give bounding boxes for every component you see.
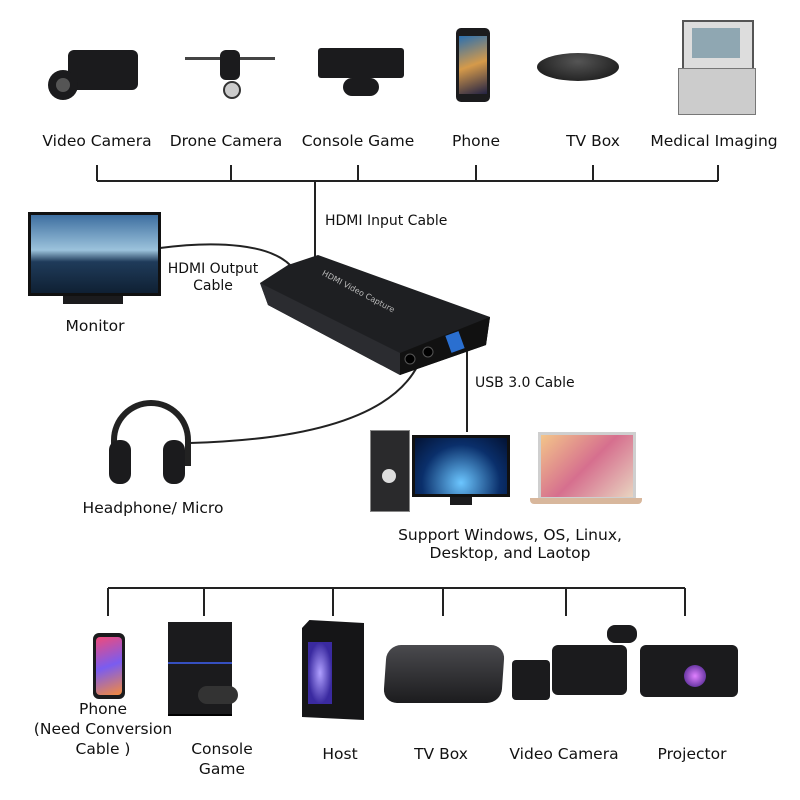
headphone-label: Headphone/ Micro xyxy=(82,499,224,517)
output-label-phone: Phone (Need Conversion Cable ) xyxy=(34,699,172,759)
hdmi-input-cable-label: HDMI Input Cable xyxy=(325,213,448,229)
monitor-label: Monitor xyxy=(65,317,125,335)
usb-cable-label: USB 3.0 Cable xyxy=(475,375,575,391)
os-support-line1: Support Windows, OS, Linux, xyxy=(398,526,622,544)
phone-icon xyxy=(456,28,490,102)
medical-imaging-icon xyxy=(678,20,756,115)
projector-icon xyxy=(640,645,740,700)
output-label-video-camera: Video Camera xyxy=(509,745,619,763)
hdmi-output-cable-line1: HDMI Output xyxy=(167,261,259,277)
headphone-icon xyxy=(105,400,191,490)
drone-icon xyxy=(185,45,275,100)
hdmi-output-cable-line2: Cable xyxy=(193,278,233,294)
hdmi-capture-device: HDMI Video Capture xyxy=(258,255,498,377)
input-label-tv-box: TV Box xyxy=(566,132,620,150)
console-label-line1: Console xyxy=(191,740,253,758)
game-console-icon xyxy=(318,48,404,98)
tv-box-icon xyxy=(537,53,619,81)
desktop-monitor-icon xyxy=(412,435,510,511)
laptop-icon xyxy=(530,432,642,507)
input-label-phone: Phone xyxy=(451,132,501,150)
pc-host-icon xyxy=(302,620,364,720)
ps4-console-icon xyxy=(168,622,238,718)
monitor-icon xyxy=(28,212,161,308)
os-support-line2: Desktop, and Laotop xyxy=(429,544,591,562)
phone-label-line1: Phone xyxy=(78,700,128,718)
output-label-console: Console Game xyxy=(191,739,253,779)
pro-video-camera-icon xyxy=(512,625,640,707)
phone-label-line3: Cable ) xyxy=(75,740,131,758)
desktop-tower-icon xyxy=(370,430,410,512)
input-label-drone-camera: Drone Camera xyxy=(169,132,283,150)
console-label-line2: Game xyxy=(198,760,246,778)
tv-box-bottom-icon xyxy=(382,645,506,703)
input-label-video-camera: Video Camera xyxy=(42,132,152,150)
hdmi-output-cable-label: HDMI Output Cable xyxy=(168,261,259,295)
phone-label-line2: (Need Conversion xyxy=(33,720,173,738)
smartphone-icon xyxy=(93,633,125,699)
input-label-console-game: Console Game xyxy=(301,132,415,150)
output-label-host: Host xyxy=(322,745,358,763)
input-label-medical-imaging: Medical Imaging xyxy=(650,132,778,150)
output-label-tv-box: TV Box xyxy=(414,745,468,763)
output-label-projector: Projector xyxy=(657,745,727,763)
video-camera-icon xyxy=(48,40,153,105)
